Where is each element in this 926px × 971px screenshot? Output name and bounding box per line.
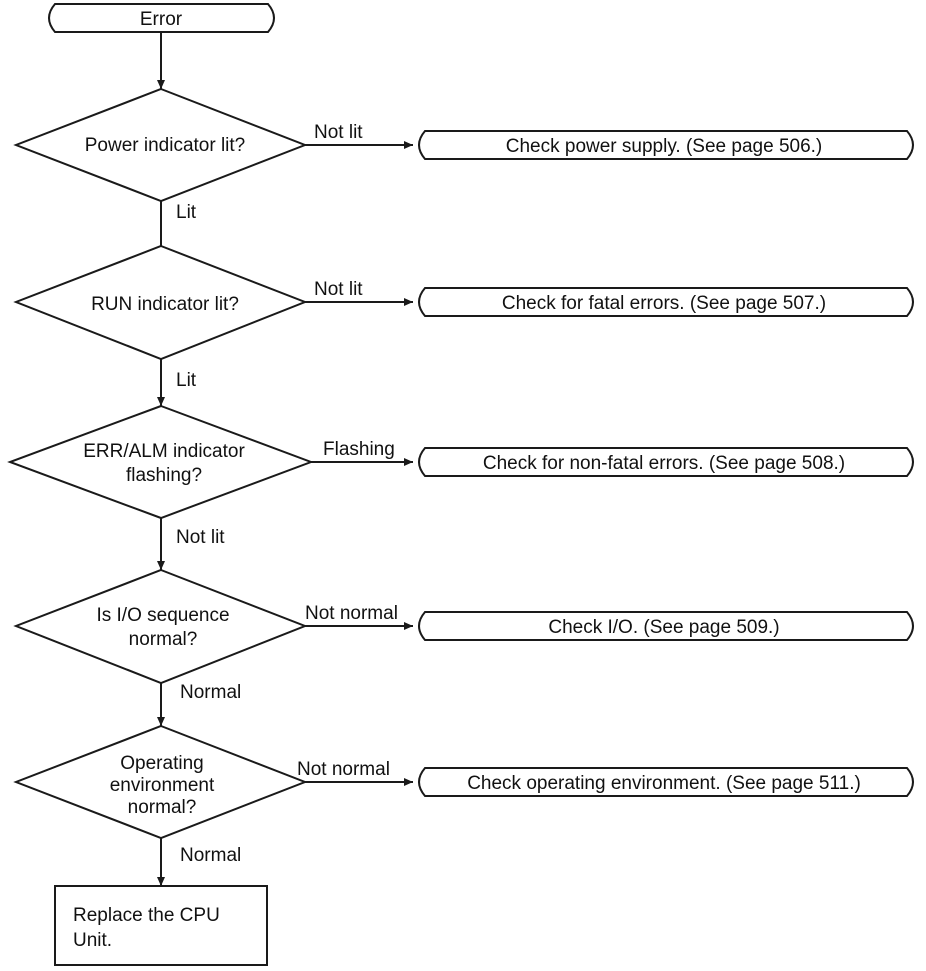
end-process-replace-cpu: Replace the CPU Unit. (54, 885, 268, 966)
decision-err-alm-indicator-line-2: flashing? (126, 465, 202, 486)
decision-operating-environment-line-1: Operating (120, 753, 203, 774)
branch-label-io-sequence: Not normal (305, 603, 398, 624)
end-process-line-1: Replace the CPU (73, 905, 220, 926)
action-operating-environment: Check operating environment. (See page 5… (418, 767, 914, 797)
decision-run-indicator: RUN indicator lit? (13, 244, 308, 361)
decision-err-alm-indicator: ERR/ALM indicator flashing? (7, 404, 314, 520)
decision-power-indicator-line-1: Power indicator lit? (85, 135, 246, 156)
continue-label-operating-environment: Normal (180, 845, 241, 866)
action-check-io: Check I/O. (See page 509.) (418, 611, 914, 641)
action-non-fatal-errors-label: Check for non-fatal errors. (See page 50… (483, 453, 845, 474)
continue-label-run-indicator: Lit (176, 370, 197, 391)
action-check-io-label: Check I/O. (See page 509.) (548, 617, 779, 638)
action-operating-environment-label: Check operating environment. (See page 5… (467, 773, 861, 794)
branch-label-power-indicator: Not lit (314, 122, 363, 143)
branch-label-run-indicator: Not lit (314, 279, 363, 300)
start-label: Error (140, 9, 183, 30)
decision-io-sequence: Is I/O sequence normal? (13, 568, 308, 685)
end-process-line-2: Unit. (73, 930, 112, 951)
action-fatal-errors: Check for fatal errors. (See page 507.) (418, 287, 914, 317)
decision-power-indicator: Power indicator lit? (13, 87, 308, 203)
decision-run-indicator-line-1: RUN indicator lit? (91, 294, 239, 315)
branch-label-operating-environment: Not normal (297, 759, 390, 780)
decision-operating-environment: Operating environment normal? (13, 724, 308, 840)
continue-label-err-alm-indicator: Not lit (176, 527, 225, 548)
action-power-supply: Check power supply. (See page 506.) (418, 130, 914, 160)
decision-operating-environment-line-3: normal? (128, 797, 197, 818)
continue-label-power-indicator: Lit (176, 202, 197, 223)
branch-label-err-alm-indicator: Flashing (323, 439, 395, 460)
action-fatal-errors-label: Check for fatal errors. (See page 507.) (502, 293, 826, 314)
action-power-supply-label: Check power supply. (See page 506.) (506, 136, 823, 157)
decision-err-alm-indicator-line-1: ERR/ALM indicator (83, 441, 245, 462)
decision-io-sequence-line-1: Is I/O sequence (96, 605, 229, 626)
start-terminator: Error (48, 3, 275, 33)
action-non-fatal-errors: Check for non-fatal errors. (See page 50… (418, 447, 914, 477)
continue-label-io-sequence: Normal (180, 682, 241, 703)
decision-io-sequence-line-2: normal? (129, 629, 198, 650)
decision-operating-environment-line-2: environment (110, 775, 215, 796)
